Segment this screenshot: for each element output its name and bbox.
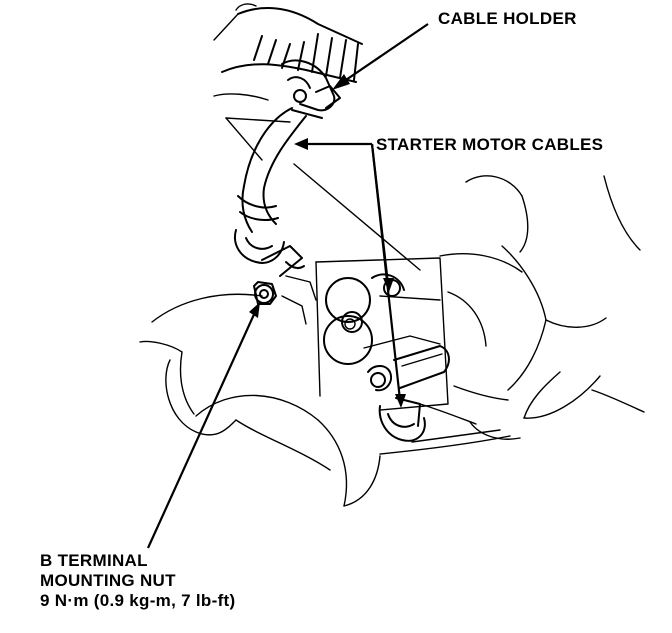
starter-motor-cables-label: STARTER MOTOR CABLES bbox=[376, 135, 604, 154]
b-terminal-nut-label: B TERMINAL MOUNTING NUT 9 N·m (0.9 kg-m,… bbox=[40, 551, 235, 611]
leader-lines bbox=[146, 23, 429, 549]
cable-holder-label: CABLE HOLDER bbox=[438, 9, 577, 28]
b-terminal-label-line2: MOUNTING NUT bbox=[40, 571, 176, 590]
b-terminal-torque-spec: 9 N·m (0.9 kg-m, 7 lb-ft) bbox=[40, 591, 236, 610]
starter-motor-body bbox=[315, 257, 511, 455]
starter-cable-run bbox=[234, 107, 307, 277]
corrugated-hose bbox=[213, 3, 363, 101]
b-terminal-label-line1: B TERMINAL bbox=[40, 551, 148, 570]
engine-outline bbox=[139, 117, 645, 507]
b-terminal-nut bbox=[253, 275, 317, 325]
cable-holder-clip bbox=[281, 59, 341, 119]
